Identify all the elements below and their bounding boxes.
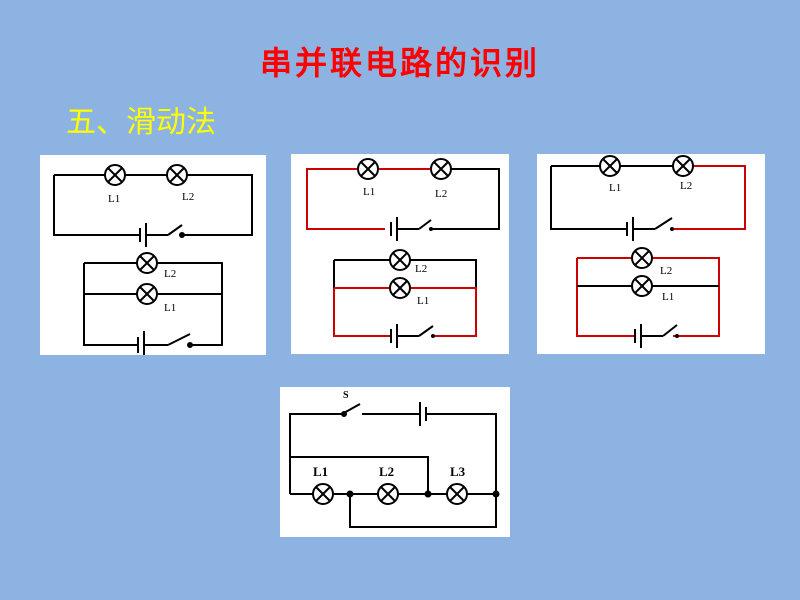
- lamp-label: L1: [108, 193, 120, 205]
- lamp-label: L2: [660, 265, 672, 277]
- lamp-label: L2: [379, 464, 394, 479]
- lamp-label: L1: [662, 291, 674, 303]
- circuit-diagram-3: L1 L2 L2 L1: [537, 154, 765, 354]
- lamp-label: L1: [609, 182, 621, 194]
- slide-subtitle: 五、滑动法: [66, 105, 216, 140]
- lamp-label: L3: [450, 464, 466, 479]
- lamp-icon: [357, 158, 379, 180]
- circuit-diagram-4-svg: S L1 L2 L3: [289, 390, 500, 528]
- lamp-icon: [672, 155, 694, 177]
- lamp-icon: [312, 483, 334, 505]
- slide-title: 串并联电路的识别: [259, 44, 540, 82]
- lamp-icon: [631, 247, 653, 269]
- lamp-label: L2: [164, 268, 176, 280]
- lamp-label: L2: [435, 188, 447, 200]
- circuit-diagram-1: L1 L2 L2 L1: [40, 155, 266, 355]
- lamp-icon: [430, 158, 452, 180]
- lamp-icon: [631, 275, 653, 297]
- lamp-icon: [446, 483, 468, 505]
- circuit-diagram-4: S L1 L2 L3: [280, 387, 510, 537]
- lamp-icon: [599, 155, 621, 177]
- lamp-label: L1: [363, 186, 375, 198]
- lamp-label: L2: [680, 180, 692, 192]
- lamp-icon: [389, 249, 411, 271]
- lamp-label: L1: [313, 464, 328, 479]
- lamp-label: L2: [415, 263, 427, 275]
- circuit-diagram-1-svg: L1 L2 L2 L1: [53, 164, 253, 355]
- lamp-icon: [136, 252, 158, 274]
- switch-label: S: [343, 390, 349, 401]
- circuit-diagram-3-svg: L1 L2 L2 L1: [550, 155, 746, 348]
- lamp-icon: [166, 164, 188, 186]
- circuit-diagram-2-svg: L1 L2 L2 L1: [306, 158, 500, 348]
- lamp-icon: [136, 283, 158, 305]
- lamp-icon: [389, 277, 411, 299]
- lamp-icon: [377, 483, 399, 505]
- lamp-label: L1: [417, 295, 429, 307]
- lamp-label: L1: [164, 302, 176, 314]
- circuit-diagram-2: L1 L2 L2 L1: [291, 154, 509, 354]
- lamp-icon: [104, 164, 126, 186]
- lamp-label: L2: [182, 191, 194, 203]
